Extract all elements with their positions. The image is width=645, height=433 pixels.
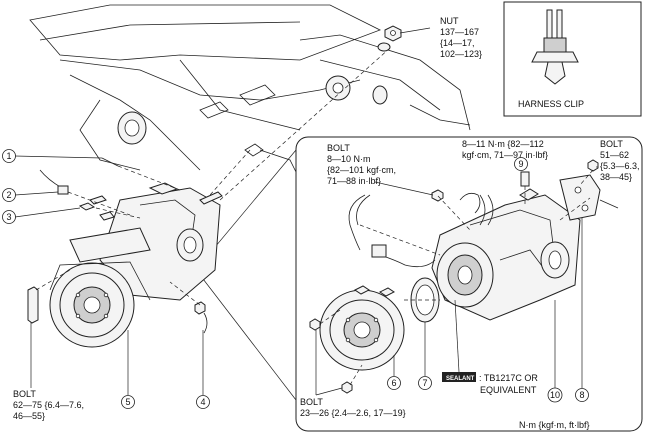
sealant-text-1: : TB1217C OR xyxy=(479,373,538,383)
callout-8: 8 xyxy=(575,218,589,402)
callout-2: 2 xyxy=(2,188,59,202)
svg-text:3: 3 xyxy=(6,212,11,222)
bolt-inset-label: BOLT xyxy=(327,143,350,153)
subframe-drawing xyxy=(29,4,471,181)
bolt-bottom-leader-2 xyxy=(315,387,343,396)
callout-7: 7 xyxy=(418,322,432,390)
sealant-tube-icon xyxy=(442,372,476,382)
left-assembly xyxy=(27,157,223,348)
nut-torque-3: 102—123} xyxy=(440,49,482,59)
bolt-right-torque-2: {5.3—6.3, xyxy=(600,161,640,171)
bolt-inset-leader xyxy=(374,181,434,196)
svg-text:5: 5 xyxy=(125,397,130,407)
callout-1: 1 xyxy=(2,149,103,163)
harness-clip-label: HARNESS CLIP xyxy=(518,99,584,109)
callout-4: 4 xyxy=(196,330,210,409)
svg-text:1: 1 xyxy=(6,151,11,161)
bolt-right-label: BOLT xyxy=(600,139,623,149)
sealant-text-2: EQUIVALENT xyxy=(480,385,537,395)
callout-3: 3 xyxy=(2,207,81,224)
svg-text:10: 10 xyxy=(550,390,560,400)
nut-part xyxy=(377,25,431,52)
svg-text:8: 8 xyxy=(579,390,584,400)
svg-text:9: 9 xyxy=(518,159,523,169)
bolt-inset-torque-3: 71—88 in·lbf} xyxy=(327,176,381,186)
bolt-left-label: BOLT xyxy=(13,389,36,399)
bolt-bottom-torque-1: 23—26 {2.4—2.6, 17—19} xyxy=(300,408,406,418)
sealant-badge: SEALANT xyxy=(446,376,475,382)
bolt-right-torque-1: 51—62 xyxy=(600,150,629,160)
svg-text:4: 4 xyxy=(200,397,205,407)
left-dashed-guides xyxy=(35,47,391,306)
bolt-right-torque-3: 38—45} xyxy=(600,172,632,182)
nut-label: NUT xyxy=(440,16,459,26)
callout-5: 5 xyxy=(121,330,135,409)
inset-dashed-guides xyxy=(319,169,594,386)
svg-text:7: 7 xyxy=(422,378,427,388)
nut-torque-1: 137—167 xyxy=(440,27,479,37)
callout-6: 6 xyxy=(387,355,401,390)
callout-10: 10 xyxy=(547,300,563,403)
bolt-inset-torque-1: 8—10 N·m xyxy=(327,154,371,164)
inset-pointer-bottom xyxy=(199,274,297,401)
svg-text:2: 2 xyxy=(6,190,11,200)
torque-center-2: kgf·cm, 71—97 in·lbf} xyxy=(462,150,548,160)
callout-9: 9 xyxy=(514,157,528,171)
inset-assembly xyxy=(309,159,619,394)
nut-torque-2: {14—17, xyxy=(440,38,475,48)
bolt-left-torque-1: 62—75 {6.4—7.6, xyxy=(13,400,84,410)
bolt-bottom-label: BOLT xyxy=(300,397,323,407)
harness-clip-icon xyxy=(531,9,579,85)
svg-text:6: 6 xyxy=(391,378,396,388)
units-note: N·m {kgf·m, ft·lbf} xyxy=(519,420,590,430)
torque-center-1: 8—11 N·m {82—112 xyxy=(462,139,544,149)
bolt-left-torque-2: 46—55} xyxy=(13,411,45,421)
bolt-inset-torque-2: {82—101 kgf·cm, xyxy=(327,165,396,175)
